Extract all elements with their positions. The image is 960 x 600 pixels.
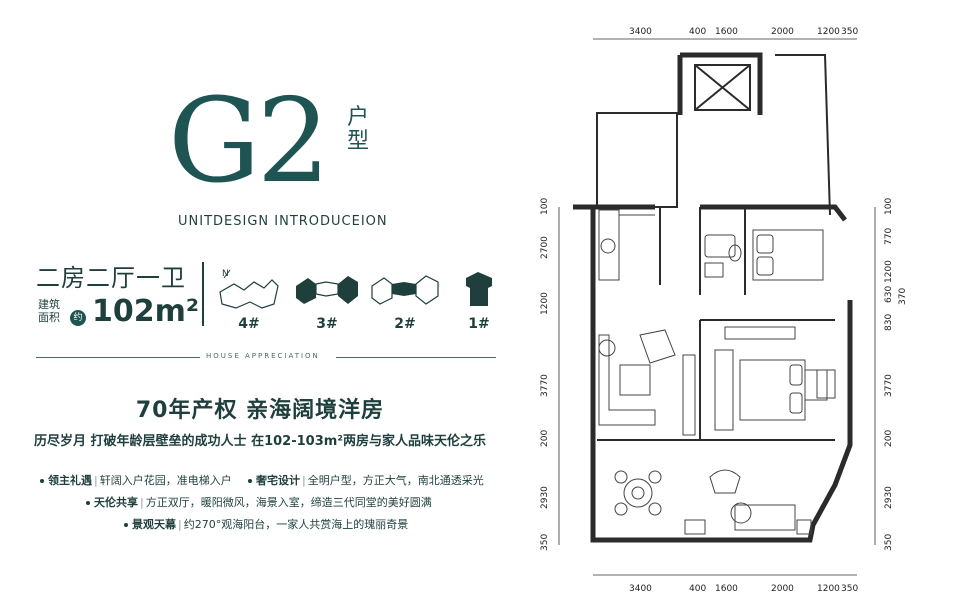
layout-type: 二房二厅一卫 — [36, 264, 186, 292]
building-4: N 4# — [214, 258, 284, 332]
dim-bottom: 2000 — [771, 584, 794, 594]
building-1-outline-icon — [466, 272, 492, 306]
dim-left: 1200 — [540, 292, 550, 315]
dim-right: 3770 — [884, 374, 894, 397]
area-value: 102m² — [92, 294, 200, 329]
svg-text:N: N — [222, 269, 229, 279]
building-2-outline-icon — [371, 275, 439, 305]
dim-bottom: 1200 — [817, 584, 840, 594]
dim-left: 350 — [540, 534, 550, 551]
dim-right: 770 — [884, 228, 894, 245]
building-label: 3# — [316, 316, 338, 332]
bullet-icon — [124, 523, 128, 527]
dim-right: 1200 — [884, 260, 894, 283]
vertical-divider — [202, 262, 204, 326]
dim-top: 1600 — [715, 27, 738, 37]
headline: 70年产权 亲海阔境洋房 — [135, 398, 385, 423]
feature-item: 奢宅设计|全明户型，方正大气，南北通透采光 — [248, 472, 484, 488]
floor-plan-drawing: 3400 400 1600 2000 1200 350 3400 400 160… — [540, 27, 908, 594]
dim-top: 400 — [689, 27, 706, 37]
tagline: 历尽岁月 打破年龄层壁垒的成功人士 在102-103m²两房与家人品味天伦之乐 — [34, 434, 486, 449]
dim-left: 3770 — [540, 374, 550, 397]
dim-top: 350 — [841, 27, 858, 37]
model-letters: G2 — [168, 74, 330, 209]
feature-item: 领主礼遇|轩阔入户花园，准电梯入户 — [40, 472, 232, 488]
dim-top: 1200 — [817, 27, 840, 37]
approx-badge: 约 — [70, 310, 86, 326]
dim-right: 100 — [884, 198, 894, 215]
building-label: 1# — [468, 316, 490, 332]
building-label: 2# — [394, 316, 416, 332]
feature-item: 景观天幕|约270°观海阳台，一家人共赏海上的瑰丽奇景 — [124, 516, 408, 532]
model-suffix: 户型 — [346, 105, 369, 154]
building-label: 4# — [238, 316, 260, 332]
dim-right: 200 — [884, 430, 894, 447]
dim-right: 370 — [898, 288, 908, 305]
bullet-icon — [86, 501, 90, 505]
dim-left: 200 — [540, 430, 550, 447]
divider-line-left — [36, 357, 200, 358]
floor-plan: 3400 400 1600 2000 1200 350 3400 400 160… — [535, 15, 925, 600]
dim-right: 350 — [884, 534, 894, 551]
subtitle: UNITDESIGN INTRODUCEION — [178, 214, 388, 229]
building-2: 2# — [370, 258, 440, 332]
model-title: G2 户型 — [168, 82, 378, 210]
bullet-icon — [40, 479, 44, 483]
area-label: 建筑面积 — [38, 298, 60, 324]
dim-bottom: 1600 — [715, 584, 738, 594]
dim-bottom: 3400 — [629, 584, 652, 594]
building-3: 3# — [292, 258, 362, 332]
dim-top: 3400 — [629, 27, 652, 37]
divider-line-right — [336, 357, 496, 358]
feature-item: 天伦共享|方正双厅，暖阳微风，海景入室，缔造三代同堂的美好圆满 — [86, 494, 432, 510]
dim-left: 2930 — [540, 486, 550, 509]
dim-left: 2700 — [540, 236, 550, 259]
house-appreciation-label: HOUSE APPRECIATION — [206, 352, 320, 360]
dim-right: 2930 — [884, 486, 894, 509]
dim-left: 100 — [540, 198, 550, 215]
building-1: 1# — [444, 258, 514, 332]
building-4-outline-icon: N — [219, 269, 279, 309]
dim-right: 830 — [884, 314, 894, 331]
dim-top: 2000 — [771, 27, 794, 37]
dim-bottom: 350 — [841, 584, 858, 594]
bullet-icon — [248, 479, 252, 483]
building-3-outline-icon — [296, 276, 358, 304]
layout-info: 二房二厅一卫 建筑面积 约 102m² N 4# 3# 2# 1# — [32, 258, 502, 332]
dim-bottom: 400 — [689, 584, 706, 594]
dim-right: 630 — [884, 286, 894, 303]
